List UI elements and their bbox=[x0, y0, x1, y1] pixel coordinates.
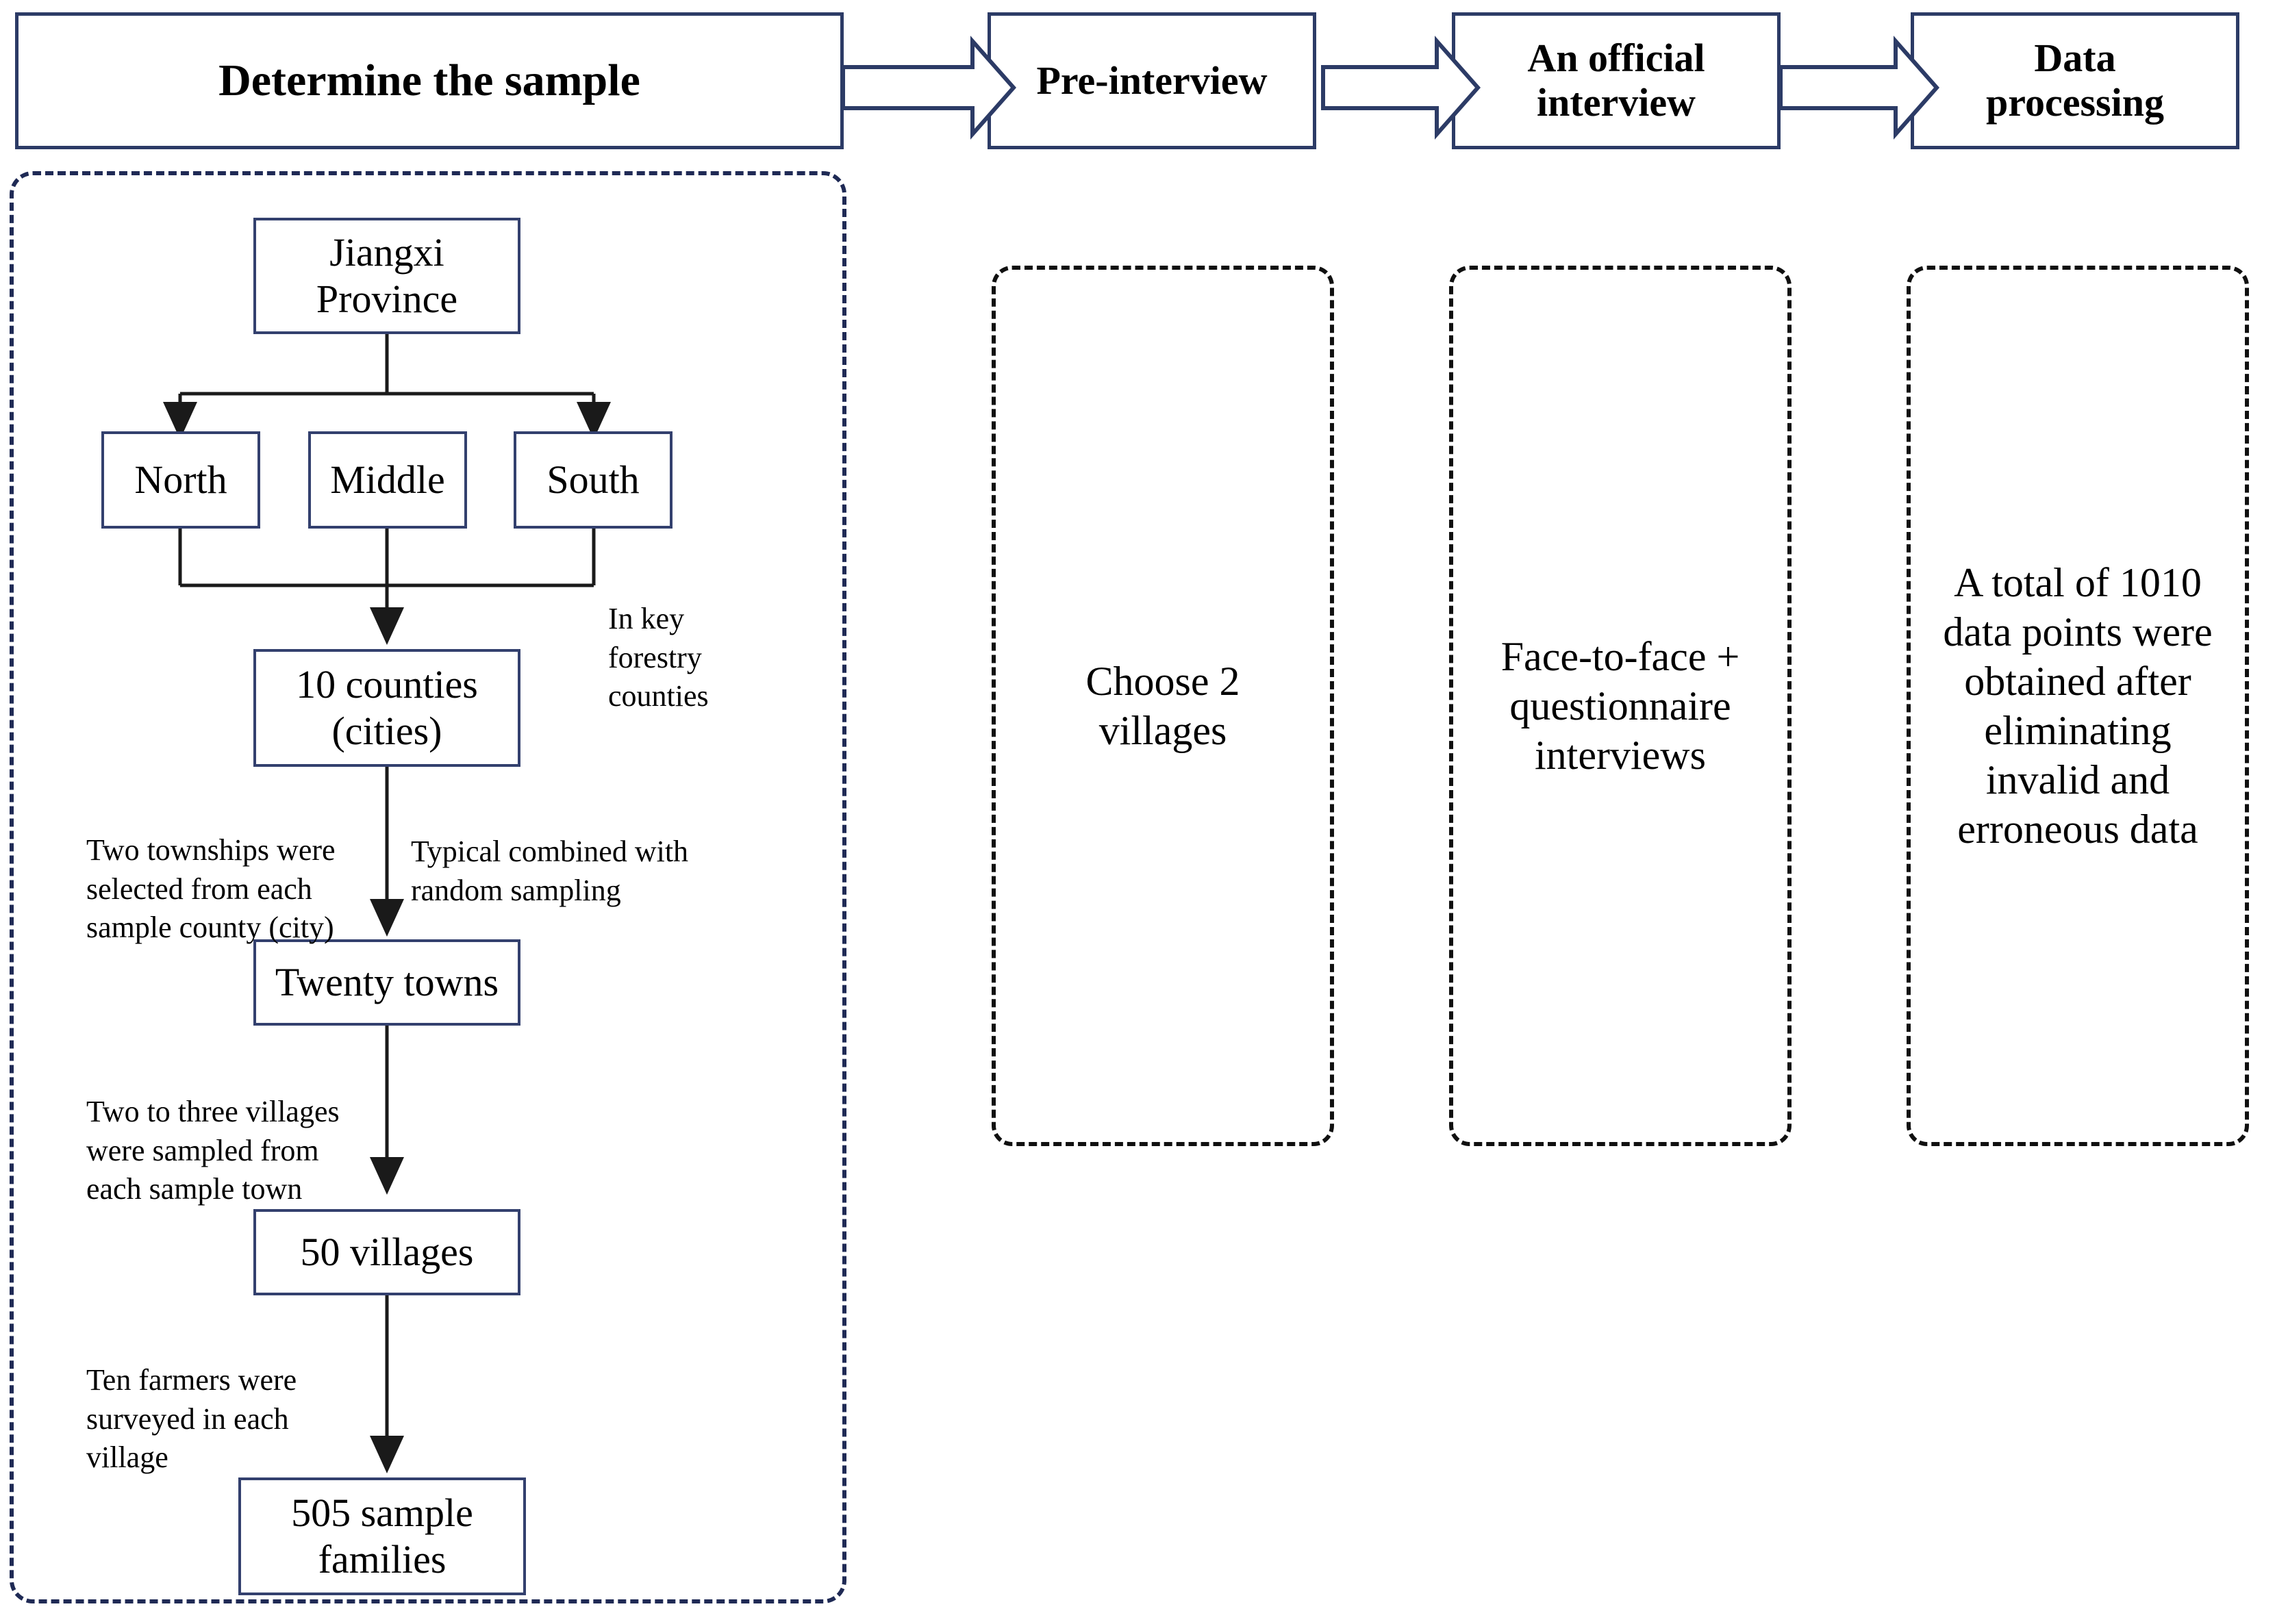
node-label: Jiangxi Province bbox=[316, 229, 458, 321]
panel-text: Face-to-face + questionnaire interviews bbox=[1500, 634, 1740, 778]
stage-label-pre-interview: Pre-interview bbox=[1036, 58, 1268, 103]
node-505-sample-families[interactable]: 505 sample families bbox=[238, 1477, 526, 1595]
node-north[interactable]: North bbox=[101, 431, 260, 529]
annotation-text: Typical combined with random sampling bbox=[411, 835, 689, 907]
node-jiangxi-province[interactable]: Jiangxi Province bbox=[253, 218, 520, 334]
annotation-text: Two townships were selected from each sa… bbox=[86, 833, 336, 944]
node-label: 50 villages bbox=[300, 1229, 474, 1274]
panel-data-total-1010[interactable]: A total of 1010 data points were obtaine… bbox=[1907, 266, 2249, 1146]
panel-text: Choose 2 villages bbox=[1085, 659, 1240, 753]
annotation-ten-farmers: Ten farmers were surveyed in each villag… bbox=[86, 1323, 333, 1477]
node-middle[interactable]: Middle bbox=[308, 431, 467, 529]
stage-box-pre-interview[interactable]: Pre-interview bbox=[988, 12, 1316, 149]
stage-box-data-processing[interactable]: Data processing bbox=[1911, 12, 2239, 149]
panel-text: A total of 1010 data points were obtaine… bbox=[1943, 560, 2213, 852]
annotation-text: Ten farmers were surveyed in each villag… bbox=[86, 1363, 297, 1474]
node-label: Middle bbox=[330, 457, 445, 502]
panel-choose-2-villages[interactable]: Choose 2 villages bbox=[992, 266, 1334, 1146]
stage-label-data-processing: Data processing bbox=[1986, 36, 2164, 125]
node-label: South bbox=[546, 457, 640, 502]
node-10-counties[interactable]: 10 counties (cities) bbox=[253, 649, 520, 767]
annotation-text: Two to three villages were sampled from … bbox=[86, 1095, 340, 1206]
stage-box-determine-sample[interactable]: Determine the sample bbox=[15, 12, 844, 149]
stage-label-official-interview: An official interview bbox=[1527, 36, 1705, 125]
node-south[interactable]: South bbox=[514, 431, 673, 529]
node-label: 505 sample families bbox=[291, 1490, 473, 1582]
node-twenty-towns[interactable]: Twenty towns bbox=[253, 939, 520, 1026]
annotation-typical-random-sampling: Typical combined with random sampling bbox=[411, 794, 699, 910]
stage-label-determine-sample: Determine the sample bbox=[218, 55, 640, 106]
panel-face-to-face-questionnaire[interactable]: Face-to-face + questionnaire interviews bbox=[1449, 266, 1792, 1146]
stage-box-official-interview[interactable]: An official interview bbox=[1452, 12, 1781, 149]
node-label: Twenty towns bbox=[275, 959, 499, 1004]
node-label: North bbox=[134, 457, 227, 502]
node-label: 10 counties (cities) bbox=[296, 661, 478, 753]
sample-tree-container bbox=[10, 171, 846, 1603]
annotation-text: In key forestry counties bbox=[608, 602, 709, 713]
node-50-villages[interactable]: 50 villages bbox=[253, 1209, 520, 1295]
annotation-two-townships: Two townships were selected from each sa… bbox=[86, 793, 353, 947]
annotation-two-to-three-villages: Two to three villages were sampled from … bbox=[86, 1054, 347, 1208]
annotation-in-key-forestry-counties: In key forestry counties bbox=[608, 561, 786, 715]
